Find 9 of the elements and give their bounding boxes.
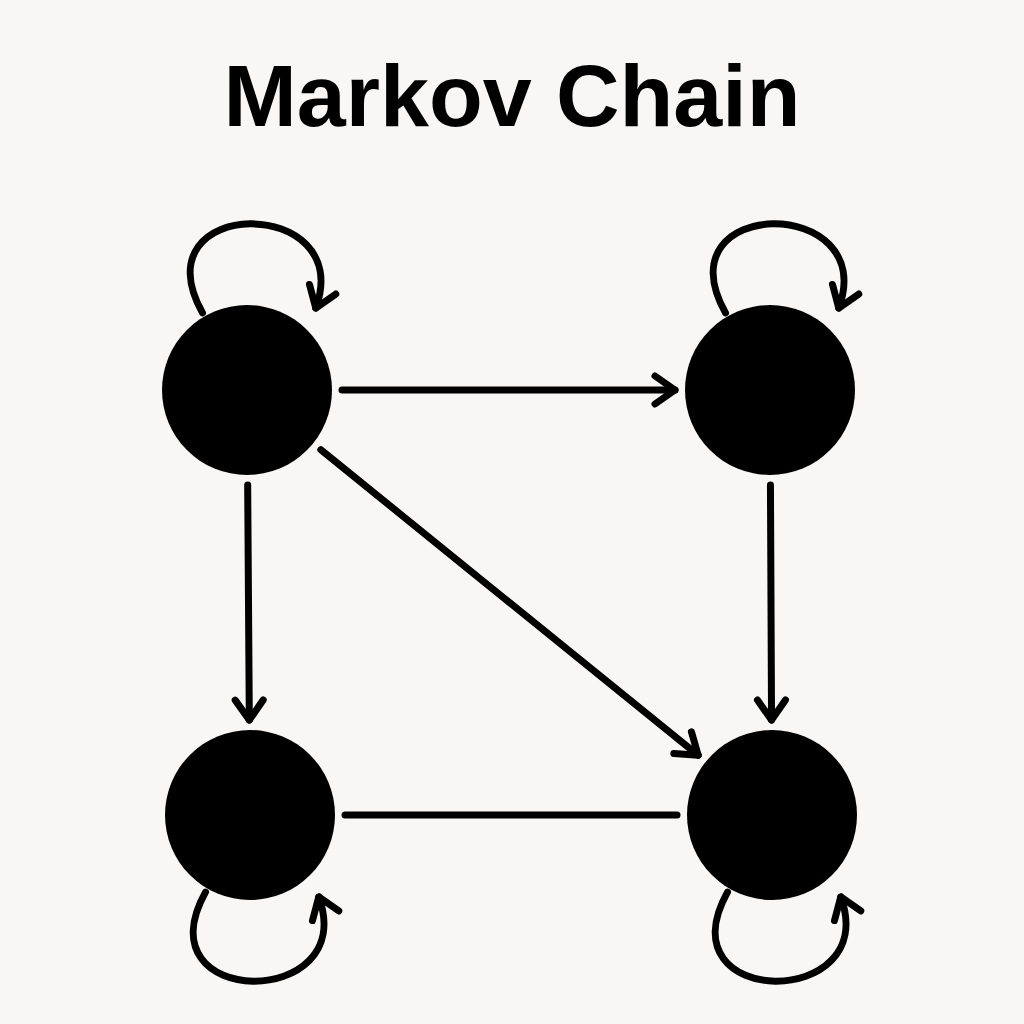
self-loop-arrow (187, 220, 337, 317)
arrow (753, 481, 789, 724)
self-loop-arrow (710, 220, 860, 317)
self-loop-arrow (190, 888, 340, 985)
arrow (231, 481, 267, 724)
arrow (317, 446, 702, 759)
arrow (338, 372, 679, 408)
self-loop-arrow (712, 888, 862, 985)
title: Markov Chain (222, 52, 802, 140)
